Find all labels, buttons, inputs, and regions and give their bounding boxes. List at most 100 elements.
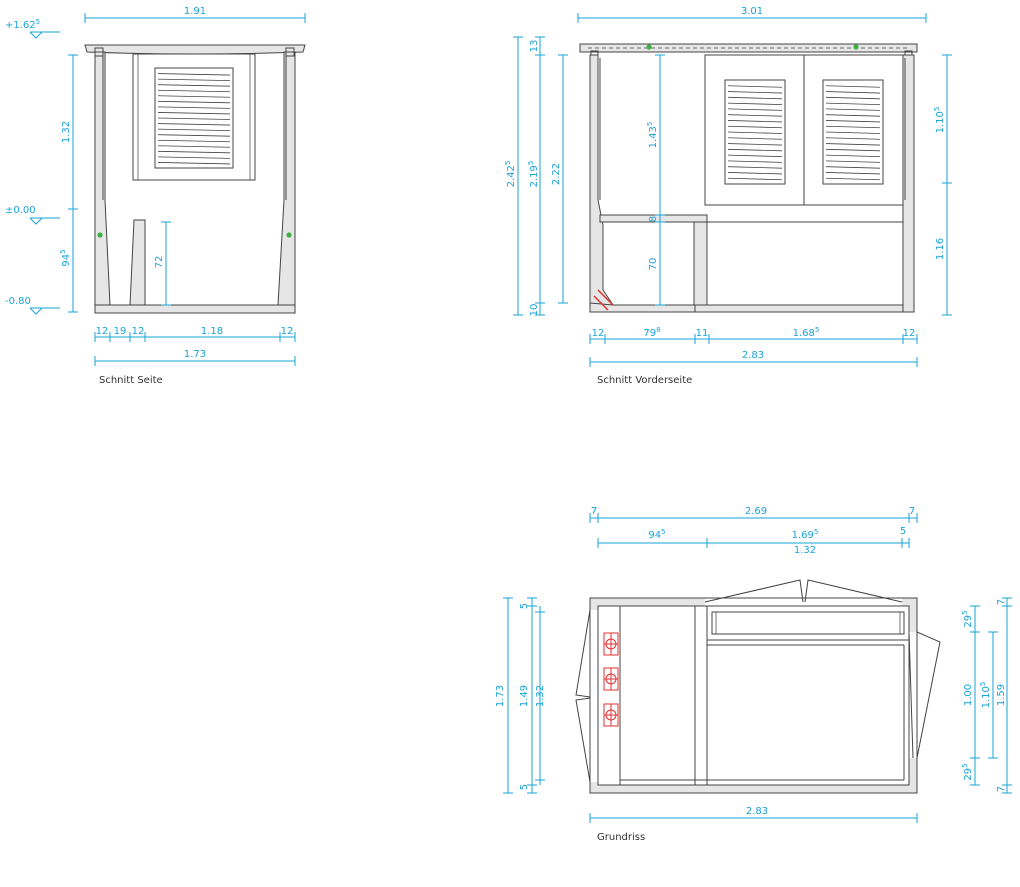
louver-slat	[825, 154, 881, 158]
plan-top-mid: 2.69	[745, 506, 767, 517]
caption-plan: Grundriss	[597, 832, 645, 843]
side-level-bottom: -0.80	[5, 296, 31, 307]
louver-slat	[157, 139, 231, 143]
louver-slat	[727, 143, 783, 146]
side-roof	[84, 44, 306, 55]
plan-right-b: 1.00	[963, 684, 974, 706]
louver-slat	[727, 108, 783, 111]
side-h-inner: 72	[154, 256, 165, 269]
front-marker-right	[853, 44, 859, 50]
louver-slat	[157, 95, 231, 98]
louver-slat	[727, 160, 783, 163]
plan-left-inner: 1.32	[535, 685, 546, 707]
front-h-right-upper: 1.105	[933, 107, 946, 134]
louver-slat	[825, 172, 881, 175]
front-seg-1: 12	[592, 328, 605, 339]
louver-slat	[825, 131, 881, 134]
plan-right-d: 1.59	[996, 684, 1007, 706]
louver-slat	[727, 114, 783, 117]
front-h-lower-inner: 70	[648, 258, 659, 271]
plan-row2-left: 945	[648, 528, 665, 541]
louver-slat	[157, 145, 231, 148]
louver-slat	[825, 114, 881, 117]
louver-slat	[727, 154, 783, 158]
louver-slat	[727, 85, 783, 88]
louver-slat	[727, 137, 783, 140]
louver-slat	[157, 100, 231, 104]
plan-left-bottom: 5	[519, 784, 530, 790]
front-h-slab: 8	[648, 216, 659, 222]
louver-slat	[825, 91, 881, 94]
front-marker-left	[646, 44, 652, 50]
plan-fuse-symbols	[603, 632, 619, 727]
front-h-total: 2.425	[504, 161, 517, 188]
louver-slat	[157, 84, 231, 87]
floor-plan-view: 7 2.69 7 945 1.695 5 1.32	[495, 506, 1012, 843]
plan-row2-right: 1.695	[792, 528, 819, 541]
plan-top-left: 7	[591, 506, 597, 517]
side-louver	[154, 67, 234, 169]
louver-slat	[727, 102, 783, 106]
plan-left-top: 5	[519, 603, 530, 609]
front-h-roof: 13	[529, 40, 540, 53]
side-seg-1: 12	[96, 326, 109, 337]
plan-width-bottom: 2.83	[746, 806, 768, 817]
louver-slat	[157, 123, 231, 126]
front-seg-2: 798	[643, 326, 660, 339]
front-louver-left	[724, 79, 786, 185]
front-seg-5: 12	[903, 328, 916, 339]
plan-row2-under: 1.32	[794, 545, 816, 556]
front-width-bottom: 2.83	[742, 350, 764, 361]
front-seg-4: 1.685	[793, 326, 820, 339]
louver-slat	[825, 160, 881, 163]
side-level-zero: ±0.00	[5, 205, 36, 216]
side-seg-4: 1.18	[201, 326, 223, 337]
side-level-top: +1.625	[5, 18, 40, 31]
plan-right-top: 7	[996, 599, 1007, 605]
front-roof	[579, 43, 918, 53]
side-marker-left	[97, 232, 103, 238]
louver-slat	[825, 137, 881, 140]
front-section-view: 3.01	[504, 6, 952, 386]
louver-slat	[825, 166, 881, 169]
louver-slat	[157, 128, 231, 132]
side-h-upper: 1.32	[61, 121, 72, 143]
louver-slat	[157, 73, 231, 76]
louver-slat	[727, 96, 783, 100]
side-width-bottom: 1.73	[184, 349, 206, 360]
louver-slat	[825, 125, 881, 129]
caption-side: Schnitt Seite	[99, 375, 163, 386]
louver-slat	[727, 91, 783, 94]
louver-slat	[157, 162, 231, 165]
louver-slat	[825, 143, 881, 146]
louver-slat	[825, 148, 881, 152]
louver-slat	[825, 102, 881, 106]
louver-slat	[157, 150, 231, 154]
front-h-wall: 2.22	[551, 163, 562, 185]
louver-slat	[727, 120, 783, 123]
front-h-right-lower: 1.16	[935, 238, 946, 260]
front-seg-3: 11	[696, 328, 709, 339]
front-h-base: 10	[529, 304, 540, 317]
side-section-view: 1.91 +1.625 1.32 945	[5, 6, 306, 386]
caption-front: Schnitt Vorderseite	[597, 375, 692, 386]
front-h-upper-inner: 1.435	[646, 122, 659, 149]
plan-right-a: 295	[961, 610, 974, 627]
louver-slat	[727, 125, 783, 129]
side-seg-2: 19	[114, 326, 127, 337]
side-seg-3: 12	[132, 326, 145, 337]
side-h-lower: 945	[59, 249, 72, 266]
louver-slat	[157, 117, 231, 120]
side-seg-5: 12	[281, 326, 294, 337]
louver-slat	[157, 78, 231, 82]
louver-slat	[727, 166, 783, 169]
louver-slat	[727, 172, 783, 175]
front-h-mid: 2.195	[527, 161, 540, 188]
louver-slat	[157, 156, 231, 159]
louver-slat	[157, 89, 231, 93]
plan-outer-wall	[589, 597, 918, 794]
plan-row2-small: 5	[900, 526, 906, 537]
plan-right-bottom: 7	[996, 786, 1007, 792]
louver-slat	[727, 131, 783, 134]
